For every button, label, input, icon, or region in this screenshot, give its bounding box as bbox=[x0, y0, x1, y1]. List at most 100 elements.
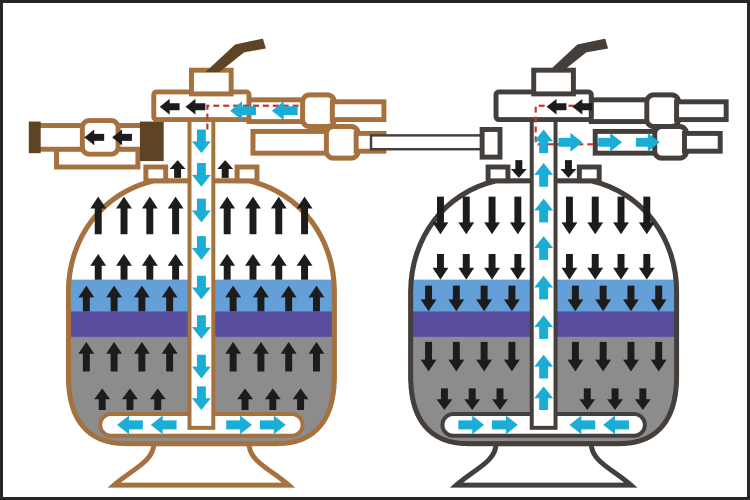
flow-arrow-down bbox=[476, 341, 493, 372]
flow-arrow-down bbox=[191, 198, 211, 223]
flow-arrow-up bbox=[225, 341, 242, 372]
flow-arrow-right bbox=[259, 415, 286, 435]
flow-arrow-up bbox=[264, 388, 281, 411]
flow-arrow-up bbox=[245, 253, 261, 280]
flow-arrow-down bbox=[567, 341, 584, 372]
flow-arrow-down bbox=[476, 285, 493, 312]
inlet-pipe-end bbox=[329, 99, 387, 123]
flow-arrow-up bbox=[78, 341, 95, 372]
flow-arrow-down bbox=[567, 285, 584, 312]
flow-arrow-down bbox=[623, 341, 639, 372]
flow-arrow-down bbox=[613, 196, 629, 235]
flow-arrow-left bbox=[159, 98, 180, 115]
flow-arrow-up bbox=[161, 285, 178, 312]
flow-arrow-down bbox=[484, 253, 500, 280]
flow-arrow-down bbox=[650, 285, 667, 312]
flow-arrow-down bbox=[492, 388, 508, 411]
tank-base bbox=[449, 441, 638, 488]
flow-arrow-up bbox=[252, 341, 269, 372]
flow-arrow-up bbox=[534, 386, 554, 411]
flow-arrow-up bbox=[296, 253, 313, 280]
flow-arrow-up bbox=[280, 285, 297, 312]
flow-arrow-up bbox=[116, 196, 132, 235]
flow-arrow-up bbox=[534, 236, 554, 260]
filtration-filter bbox=[369, 38, 729, 488]
sand-filter-flow-diagram bbox=[28, 38, 729, 488]
valve-mount bbox=[531, 67, 576, 97]
flow-arrow-down bbox=[561, 253, 578, 280]
flow-arrow-right bbox=[226, 415, 252, 435]
flow-arrow-down bbox=[191, 163, 211, 187]
flow-arrow-down bbox=[607, 388, 623, 411]
neck-flange-right bbox=[576, 164, 602, 184]
flow-arrow-up bbox=[280, 341, 297, 372]
flow-arrow-down bbox=[638, 253, 655, 280]
flow-arrow-up bbox=[94, 388, 111, 411]
flow-arrow-down bbox=[484, 196, 500, 235]
flow-arrow-down bbox=[623, 285, 639, 312]
flow-arrow-down bbox=[560, 160, 577, 178]
flow-arrow-down bbox=[595, 285, 612, 312]
inlet-pipe bbox=[588, 97, 652, 125]
flow-arrow-down bbox=[510, 160, 527, 178]
flow-arrow-up bbox=[141, 196, 158, 235]
flow-arrow-up bbox=[237, 388, 253, 411]
inlet-pipe-coupling bbox=[300, 92, 337, 129]
flow-arrow-up bbox=[141, 253, 158, 280]
tank-base bbox=[107, 441, 296, 488]
return-pipe bbox=[250, 128, 331, 156]
flow-arrow-left bbox=[150, 415, 177, 435]
flow-arrow-down bbox=[561, 196, 578, 235]
flow-arrow-down bbox=[650, 341, 667, 372]
flow-arrow-down bbox=[432, 253, 449, 280]
flow-arrow-left bbox=[546, 98, 567, 115]
flow-arrow-down bbox=[458, 196, 475, 235]
neck-flange-right bbox=[234, 164, 260, 184]
valve-handle bbox=[205, 38, 266, 73]
flow-arrow-up bbox=[167, 196, 184, 235]
valve-mount bbox=[189, 67, 234, 97]
waste-valve-fitting bbox=[139, 121, 164, 162]
flow-arrow-up bbox=[133, 285, 150, 312]
flow-arrow-down bbox=[420, 341, 437, 372]
backwash-flow-arrows bbox=[78, 98, 325, 435]
flow-arrow-down bbox=[191, 315, 211, 339]
flow-arrow-right bbox=[635, 132, 660, 152]
flow-arrow-up bbox=[90, 253, 107, 280]
flow-arrow-down bbox=[579, 388, 596, 411]
waste-line-fitting bbox=[479, 126, 503, 160]
flow-arrow-down bbox=[191, 129, 211, 154]
flow-arrow-up bbox=[270, 253, 287, 280]
flow-arrow-down bbox=[503, 285, 520, 312]
flow-arrow-up bbox=[308, 285, 325, 312]
flow-arrow-up bbox=[534, 354, 554, 379]
flow-arrow-down bbox=[464, 388, 481, 411]
flow-arrow-down bbox=[503, 341, 520, 372]
flow-arrow-up bbox=[106, 341, 123, 372]
flow-arrow-down bbox=[191, 354, 211, 379]
flow-arrow-up bbox=[169, 160, 186, 178]
flow-arrow-down bbox=[638, 196, 655, 235]
flow-arrow-left bbox=[112, 129, 132, 146]
flow-arrow-down bbox=[458, 253, 475, 280]
flow-arrow-down bbox=[448, 285, 465, 312]
flow-arrow-down bbox=[613, 253, 629, 280]
return-pipe-end bbox=[682, 130, 723, 154]
flow-arrow-up bbox=[296, 196, 313, 235]
flow-arrow-down bbox=[509, 253, 526, 280]
flow-arrow-up bbox=[161, 341, 178, 372]
flow-arrow-up bbox=[270, 196, 287, 235]
inlet-pipe-end bbox=[674, 99, 729, 123]
flow-arrow-left bbox=[230, 101, 256, 121]
flow-arrow-up bbox=[90, 196, 107, 235]
flow-arrow-down bbox=[595, 341, 612, 372]
flow-arrow-left bbox=[569, 415, 596, 435]
flow-arrow-down bbox=[634, 388, 651, 411]
flow-arrow-left bbox=[572, 98, 593, 115]
flow-arrow-up bbox=[225, 285, 242, 312]
flow-arrow-down bbox=[191, 236, 211, 260]
waste-pipe-cap bbox=[28, 121, 41, 154]
neck-flange-left bbox=[143, 164, 169, 184]
flow-arrow-down bbox=[191, 275, 211, 300]
